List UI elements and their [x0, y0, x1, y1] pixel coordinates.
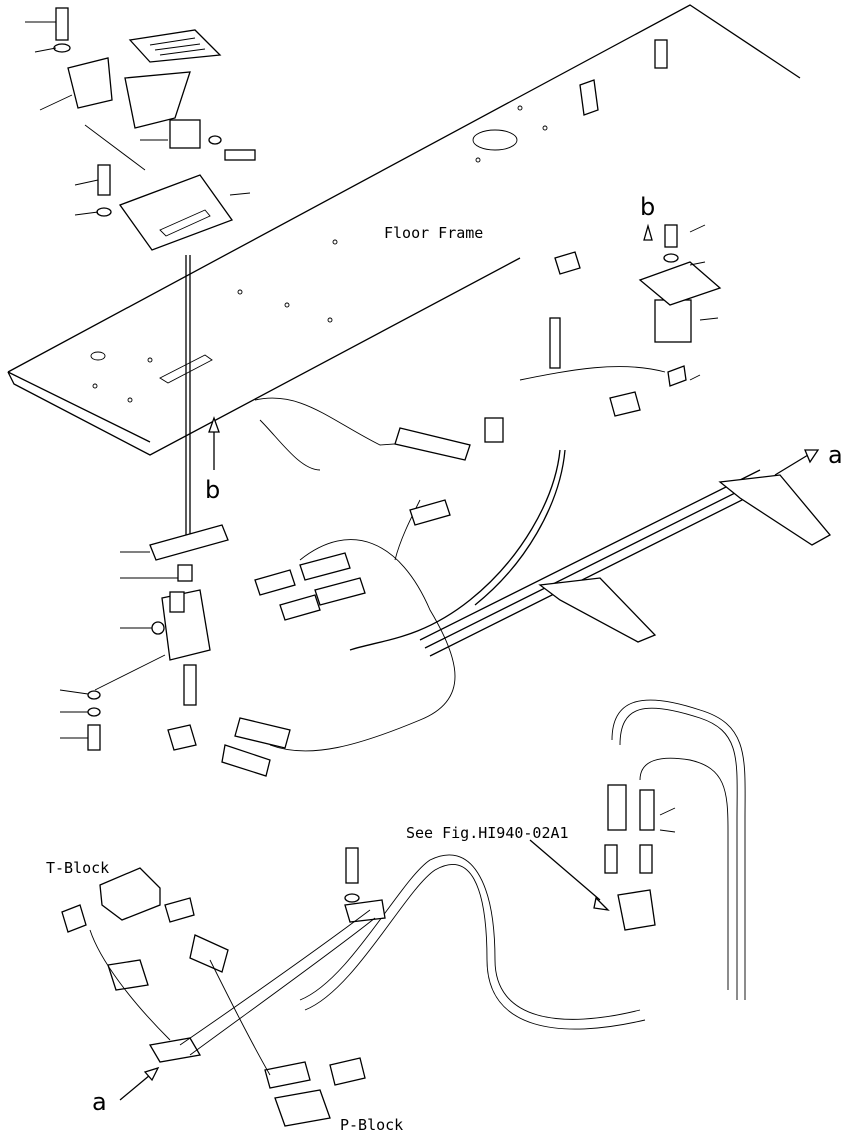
floor-frame-label: Floor Frame	[384, 224, 483, 242]
p-block-label: P-Block	[340, 1116, 403, 1131]
lower-right-valve: See Fig.HI940-02A1	[299, 699, 746, 1030]
callout-leaders	[25, 21, 719, 833]
control-valve-left	[87, 524, 366, 777]
bottom-blocks: T-Block P-Block a	[46, 847, 403, 1131]
view-a-label-right: a	[828, 441, 842, 469]
view-b-label-lower: b	[205, 476, 220, 504]
view-b-label-upper: b	[640, 193, 655, 221]
valve-block-right: b	[549, 39, 722, 387]
hose-routing	[254, 366, 832, 752]
view-a-arrow-right: a	[774, 441, 842, 476]
floor-frame-plate	[7, 4, 801, 456]
view-a-label-bottom: a	[92, 1088, 107, 1116]
pedal-assembly	[53, 7, 256, 251]
view-b-arrow-lower: b	[205, 416, 220, 504]
see-fig-reference: See Fig.HI940-02A1	[406, 824, 569, 842]
t-block-label: T-Block	[46, 859, 109, 877]
